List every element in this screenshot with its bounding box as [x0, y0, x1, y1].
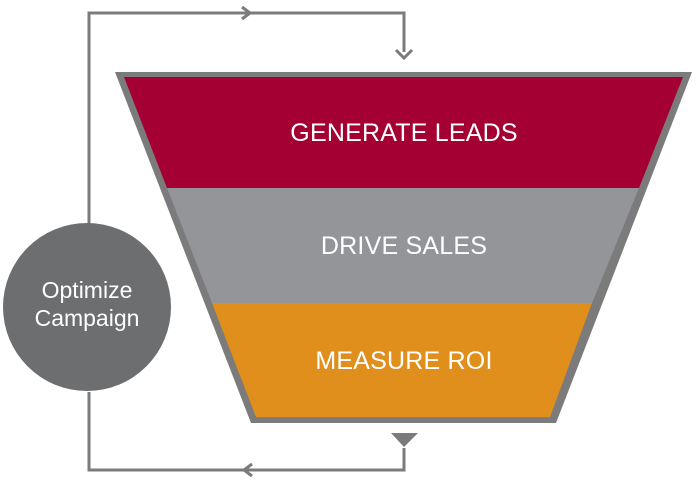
cycle-label-line1: Optimize: [42, 277, 133, 303]
arrow-left-icon: [241, 462, 253, 478]
stage-measure-roi: [212, 303, 592, 417]
optimize-campaign-circle: [3, 223, 171, 391]
stage-generate-leads: [124, 77, 683, 188]
stage-label-measure-roi: MEASURE ROI: [315, 347, 492, 375]
chevron-down-icon: [394, 48, 414, 61]
stage-drive-sales: [167, 188, 639, 303]
cycle-label-line2: Campaign: [35, 305, 140, 331]
stage-label-generate-leads: GENERATE LEADS: [290, 119, 517, 147]
arrow-right-icon: [241, 5, 253, 21]
funnel-spout: [391, 433, 418, 447]
stage-label-drive-sales: DRIVE SALES: [321, 232, 487, 260]
loop-line: [87, 11, 406, 225]
